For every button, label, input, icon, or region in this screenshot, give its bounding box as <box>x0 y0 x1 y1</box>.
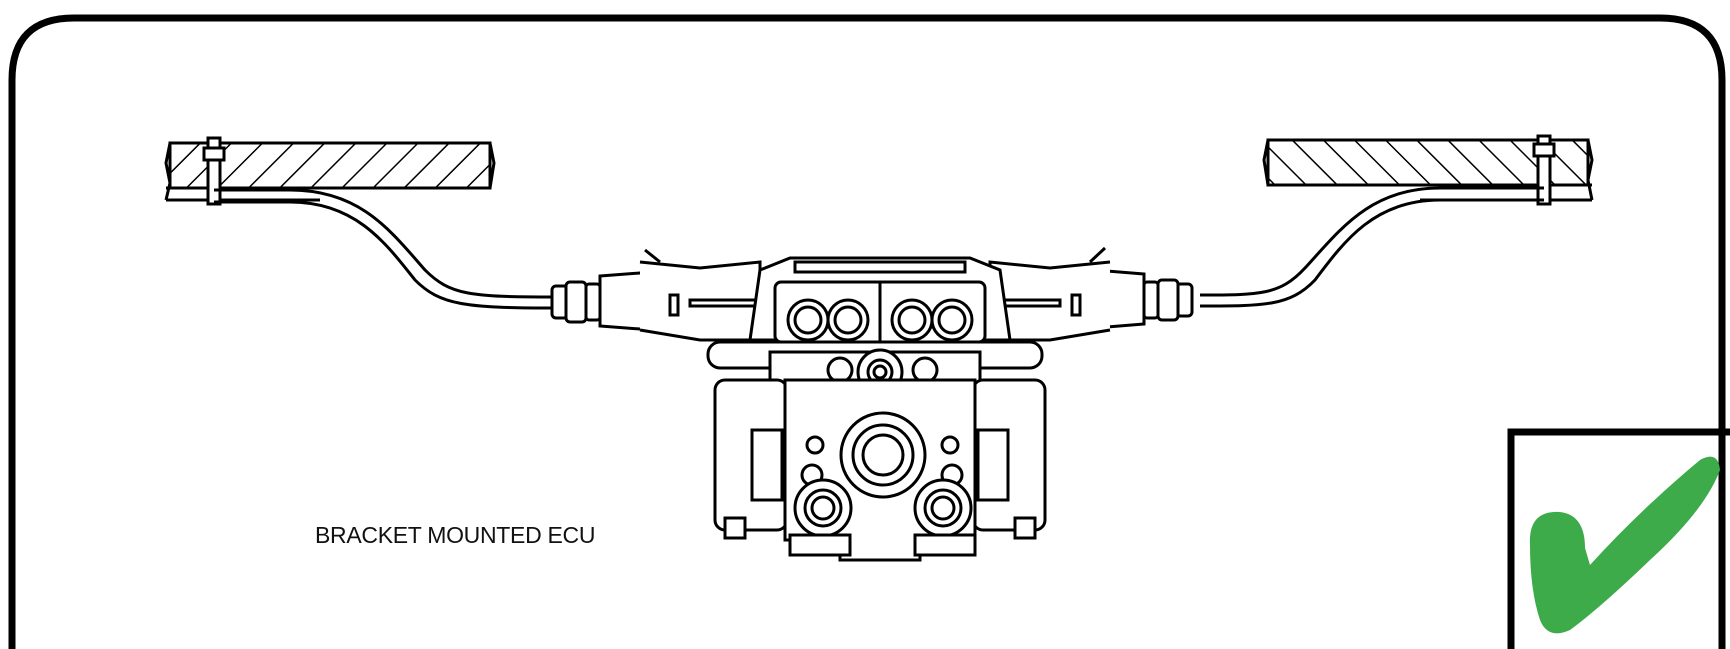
right-cable-tie <box>1532 134 1556 206</box>
outer-frame <box>8 14 1726 649</box>
right-connector <box>988 246 1194 342</box>
check-mark-icon <box>1529 456 1720 634</box>
approval-box <box>1507 428 1730 649</box>
right-cable <box>1199 186 1544 308</box>
ecu-module <box>706 256 1047 562</box>
left-cable-tie <box>202 136 226 206</box>
left-connector <box>550 248 762 342</box>
left-cable <box>214 188 556 310</box>
diagram-caption: BRACKET MOUNTED ECU <box>315 522 596 548</box>
